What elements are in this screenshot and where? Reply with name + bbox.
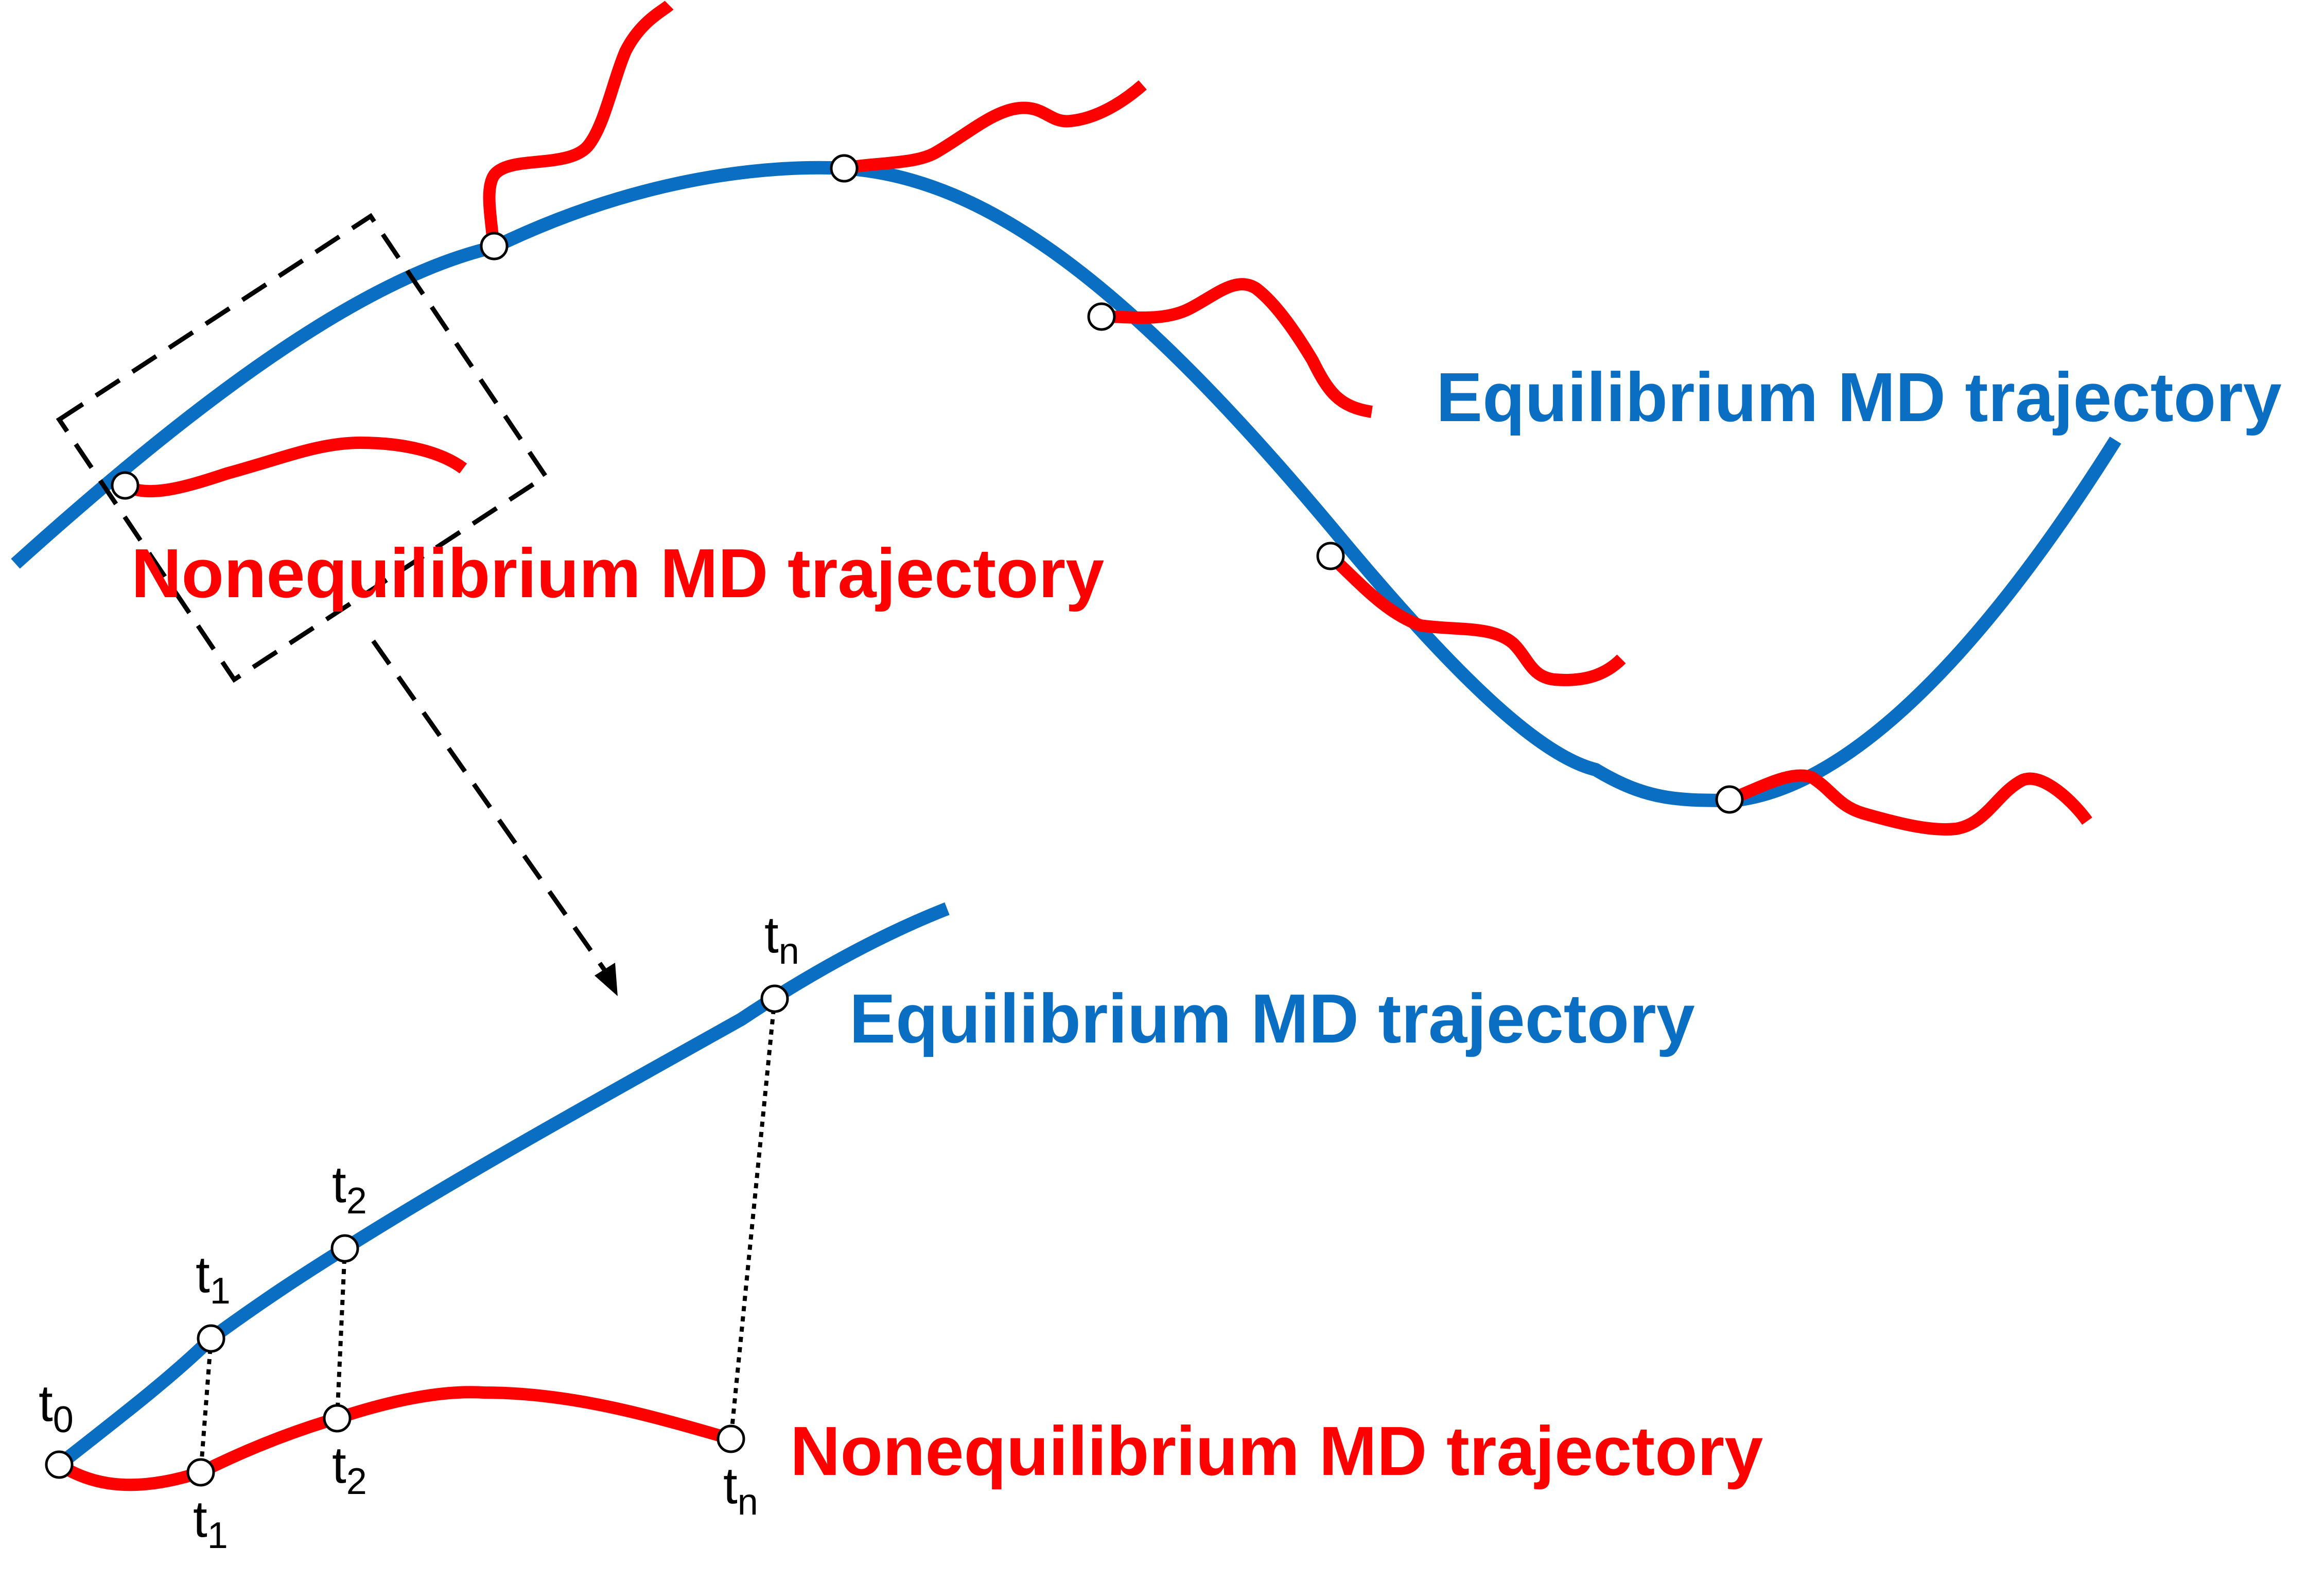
branch-node — [830, 154, 859, 183]
equilibrium-label-top: Equilibrium MD trajectory — [1436, 358, 2282, 436]
nonequilibrium-label-zoom: Nonequilibrium MD trajectory — [790, 1412, 1763, 1490]
nonequilibrium-branch-5 — [1326, 551, 1626, 686]
zoom-panel: t0 t1 t2 tn t1 t2 tn Equilibrium MD traj… — [39, 902, 1763, 1556]
nonequilibrium-branch-2 — [483, 0, 674, 247]
time-node — [760, 984, 789, 1013]
top-panel: Equilibrium MD trajectory Nonequilibrium… — [11, 0, 2282, 836]
time-label-eq-t1: t1 — [196, 1246, 231, 1312]
time-correspondence-line — [199, 1338, 213, 1473]
branch-node — [480, 232, 509, 260]
branch-node — [111, 471, 139, 500]
time-label-noneq-tn: tn — [723, 1457, 758, 1523]
time-label-noneq-t1: t1 — [193, 1490, 228, 1556]
zoom-region-box — [56, 213, 549, 683]
time-node — [323, 1404, 352, 1433]
time-correspondence-line — [729, 998, 777, 1439]
equilibrium-trajectory-zoom — [55, 902, 950, 1470]
arrowhead-icon — [595, 963, 618, 996]
equilibrium-trajectory-curve — [11, 161, 2122, 808]
nonequilibrium-branch-1 — [124, 436, 467, 498]
time-label-eq-tn: tn — [764, 906, 799, 972]
time-node — [197, 1324, 225, 1353]
branch-node — [1715, 785, 1744, 814]
time-node — [186, 1458, 215, 1487]
time-node — [717, 1424, 745, 1453]
nonequilibrium-trajectory-zoom — [56, 1386, 733, 1491]
nonequilibrium-branch-4 — [1101, 278, 1373, 418]
time-node — [45, 1450, 74, 1479]
time-label-eq-t0: t0 — [39, 1375, 74, 1440]
equilibrium-label-zoom: Equilibrium MD trajectory — [849, 980, 1695, 1057]
zoom-arrow-line — [371, 639, 607, 972]
time-node — [330, 1234, 359, 1263]
nonequilibrium-branch-6 — [1727, 769, 2092, 836]
time-label-noneq-t2: t2 — [332, 1436, 367, 1502]
time-label-eq-t2: t2 — [332, 1156, 367, 1222]
nonequilibrium-label-top: Nonequilibrium MD trajectory — [131, 534, 1104, 612]
zoom-arrow — [371, 639, 618, 996]
nonequilibrium-branch-3 — [843, 80, 1147, 175]
time-correspondence-line — [335, 1248, 347, 1419]
branch-node — [1087, 302, 1116, 331]
branch-node — [1316, 542, 1345, 570]
